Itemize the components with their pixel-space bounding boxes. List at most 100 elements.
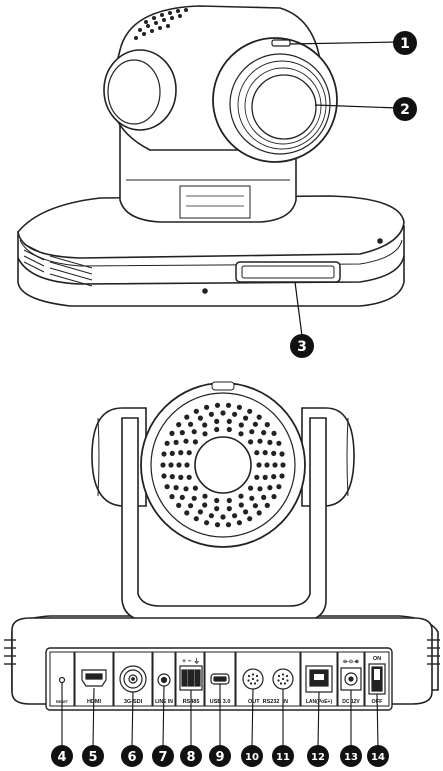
speaker-hole [280, 462, 286, 468]
svg-text:13: 13 [344, 752, 358, 763]
speaker-hole [272, 462, 278, 468]
speaker-hole [179, 494, 185, 500]
svg-text:6: 6 [127, 750, 136, 765]
speaker-hole [279, 473, 285, 479]
svg-text:10: 10 [245, 752, 259, 763]
speaker-hole [202, 502, 208, 508]
speaker-hole [169, 450, 175, 456]
speaker-hole [236, 520, 242, 526]
rs232-pin [251, 677, 255, 681]
rear-panel: RESET HDMI 3G-SDI LINE IN + − ⏚ RS485 US… [4, 617, 440, 711]
speaker-hole [192, 485, 198, 491]
speaker-hole [256, 414, 262, 420]
speaker-hole [267, 439, 273, 445]
speaker-hole [279, 451, 285, 457]
reset-button[interactable] [58, 676, 66, 684]
svg-text:2: 2 [400, 102, 410, 118]
speaker-hole [169, 430, 175, 436]
speaker-hole [257, 486, 263, 492]
speaker-hole [184, 462, 190, 468]
speaker-hole [186, 474, 192, 480]
speaker-hole [161, 451, 167, 457]
speaker-hole [173, 439, 179, 445]
speaker-hole [262, 450, 268, 456]
speaker-hole [264, 422, 270, 428]
dc-polarity-symbol: ⊖-⊙-⊕ [343, 659, 359, 665]
speaker-hole [204, 404, 210, 410]
speaker-hole [256, 510, 262, 516]
speaker-hole [264, 462, 270, 468]
speaker-hole [248, 485, 254, 491]
speaker-hole [257, 438, 263, 444]
rs485-polarity: + − ⏚ [182, 657, 200, 665]
speaker-hole [193, 516, 199, 522]
callout-14: 14 [367, 745, 389, 767]
speaker-hole [249, 429, 255, 435]
speaker-hole [267, 485, 273, 491]
speaker-hole [214, 402, 221, 408]
rs232-pin [277, 679, 280, 682]
speaker-hole [214, 497, 220, 504]
speaker-hole [256, 462, 262, 468]
speaker-hole [191, 495, 197, 501]
speaker-hole [271, 430, 277, 436]
speaker-hole [232, 411, 238, 417]
svg-text:14: 14 [371, 752, 385, 763]
speaker-hole [243, 415, 249, 421]
callout-9: 9 [209, 745, 231, 767]
speaker-hole [188, 421, 194, 427]
speaker-hole [238, 502, 244, 508]
rear-leaders [61, 683, 379, 747]
svg-text:9: 9 [215, 750, 224, 765]
speaker-hole [176, 422, 182, 428]
speaker-hole [179, 430, 185, 436]
speaker-hole [248, 439, 254, 445]
svg-text:3: 3 [297, 339, 307, 355]
speaker-hole [188, 503, 194, 509]
speaker-hole [164, 440, 170, 446]
rs232-pin [247, 674, 251, 678]
speaker-hole [232, 513, 238, 519]
speaker-hole [254, 474, 260, 480]
speaker-hole [214, 426, 220, 433]
svg-text:5: 5 [88, 750, 97, 765]
rs232-pin [283, 682, 287, 685]
speaker-hole [225, 402, 232, 408]
speaker-hole [184, 414, 190, 420]
speaker-hole [192, 439, 198, 445]
speaker-hole [226, 506, 232, 512]
callout-7: 7 [152, 745, 174, 767]
speaker-hole [168, 462, 174, 468]
speaker-hole [173, 485, 179, 491]
speaker-hole [214, 522, 221, 528]
speaker-hole [191, 429, 197, 435]
speaker-hole [262, 474, 268, 480]
speaker-hole [169, 474, 175, 480]
speaker-hole [183, 438, 189, 444]
rs232-pin [285, 674, 289, 678]
speaker-hole [202, 431, 208, 437]
callout-1: 1 [393, 31, 417, 55]
speaker-hole [226, 497, 232, 504]
speaker-hole [204, 520, 210, 526]
speaker-hole [161, 473, 167, 479]
speaker-hole [238, 422, 244, 428]
speaker-hole [164, 484, 170, 490]
callout-10: 10 [241, 745, 263, 767]
speaker-hole [252, 503, 258, 509]
svg-text:12: 12 [311, 752, 325, 763]
svg-text:4: 4 [57, 750, 66, 765]
switch-on-label: ON [373, 656, 381, 662]
speaker-hole [186, 450, 192, 456]
speaker-hole [197, 509, 203, 515]
callout-11: 11 [272, 745, 294, 767]
speaker-hole [220, 410, 226, 416]
svg-text:8: 8 [186, 750, 195, 765]
callout-5: 5 [82, 745, 104, 767]
speaker-hole [271, 474, 277, 480]
speaker-hole [176, 502, 182, 508]
speaker-hole [271, 494, 277, 500]
callout-3: 3 [290, 334, 314, 358]
rs232-pin [281, 677, 285, 681]
